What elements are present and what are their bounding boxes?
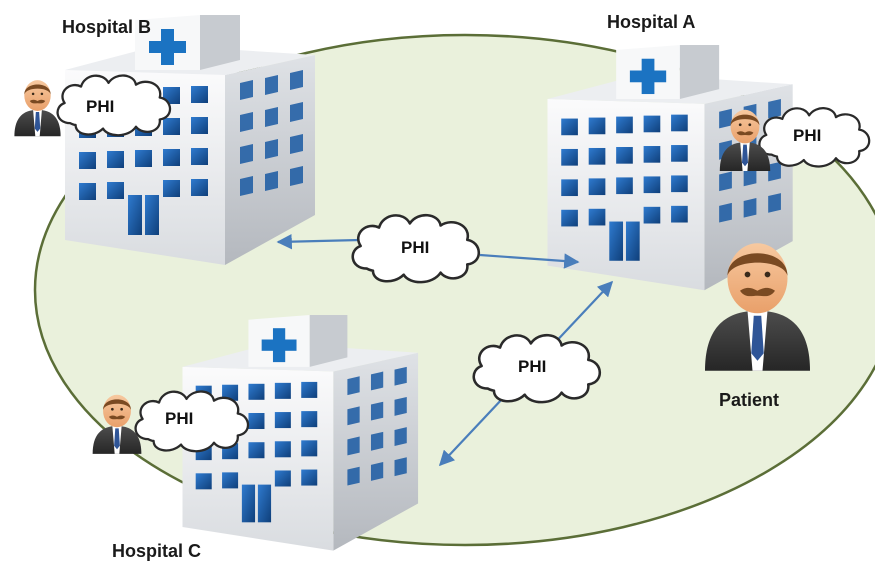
arrow-to-hospital-b <box>276 233 361 250</box>
hospital-c: Hospital C <box>112 315 419 561</box>
hospital-b-label: Hospital B <box>62 17 151 37</box>
phi-label: PHI <box>401 238 429 257</box>
hospital-c-person: PHI <box>92 390 250 454</box>
patient: Patient <box>705 243 810 410</box>
person-icon <box>14 80 61 137</box>
hospital-a-person: PHI <box>719 106 871 171</box>
hospital-c-label: Hospital C <box>112 541 201 561</box>
phi-label: PHI <box>793 126 821 145</box>
hospital-b: Hospital B <box>62 15 315 265</box>
phi-label: PHI <box>518 357 546 376</box>
phi-cloud-b-a: PHI <box>351 213 481 284</box>
phi-cloud-a-c: PHI <box>472 333 602 404</box>
hospital-a: Hospital A <box>547 12 793 291</box>
phi-label: PHI <box>165 409 193 428</box>
patient-label: Patient <box>719 390 779 410</box>
phi-label: PHI <box>86 97 114 116</box>
hospital-a-label: Hospital A <box>607 12 695 32</box>
hospital-b-person: PHI <box>14 74 172 137</box>
arrow-to-hospital-a <box>479 253 580 269</box>
